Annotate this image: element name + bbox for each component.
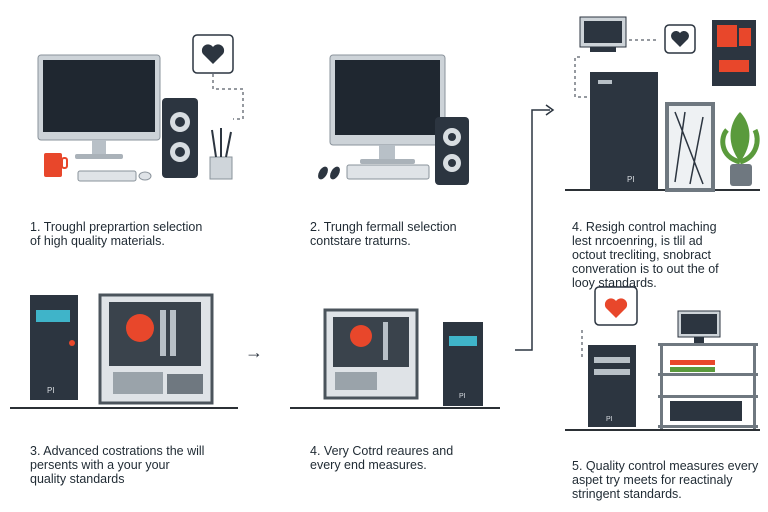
connector-arrow-up: [515, 104, 555, 351]
small-monitor: [579, 16, 627, 52]
svg-text:PI: PI: [47, 386, 55, 395]
mouse-2b: [330, 166, 340, 180]
monitor-2: [329, 54, 446, 164]
tower-4: PI: [590, 72, 658, 190]
mouse-1: [138, 171, 152, 181]
tower-4b: PI: [443, 322, 483, 406]
svg-text:PI: PI: [459, 393, 466, 400]
monitor-1: [37, 54, 161, 159]
svg-text:PI: PI: [627, 175, 635, 184]
scene-1-workstation: [37, 34, 244, 182]
step-5-caption: 5. Quality control measures every aspet …: [572, 459, 759, 501]
open-case-4: [323, 308, 419, 400]
arrow-right: →: [245, 342, 263, 362]
plant: [720, 112, 760, 186]
scene-4-tower-setup: PI: [574, 16, 760, 192]
shelf-line-3: [290, 407, 500, 409]
svg-text:PI: PI: [606, 416, 613, 423]
step-2-caption: 2. Trungh fermall selection contstare tr…: [310, 220, 457, 248]
heart-card-1: [192, 34, 244, 120]
step-4a-caption: 4. Very Cotrd reaures and every end meas…: [310, 444, 454, 472]
step-1-caption: 1. Troughl preprartion selection of high…: [30, 220, 203, 248]
red-panel-device: [712, 20, 756, 86]
keyboard-2: [346, 164, 430, 180]
open-case-3: [98, 293, 214, 405]
speaker-1: [162, 98, 198, 178]
keyboard-1: [77, 170, 137, 182]
scene-2-workstation: [318, 54, 469, 185]
tower-3: PI: [30, 295, 78, 400]
tower-5: PI: [588, 345, 636, 427]
scene-3-open-case: PI: [30, 293, 214, 405]
heart-card-5: [594, 286, 638, 326]
step-3-caption: 3. Advanced costrations the will persent…: [30, 444, 205, 486]
pen-cup: [209, 128, 233, 180]
scene-4-bottom: PI: [323, 308, 483, 406]
shelf-line-2: [10, 407, 238, 409]
heart-card-4: [664, 24, 696, 54]
step-4b-caption: 4. Resigh control maching lest nrcoenrin…: [572, 220, 719, 290]
mug: [44, 153, 68, 177]
glass-case: [665, 102, 715, 192]
shelf-line-1: [565, 189, 760, 191]
shelf-unit: [658, 310, 758, 429]
shelf-line-4: [565, 429, 760, 431]
scene-5-shelving: PI: [581, 286, 758, 429]
speaker-2: [435, 117, 469, 185]
mouse-2a: [318, 166, 328, 180]
